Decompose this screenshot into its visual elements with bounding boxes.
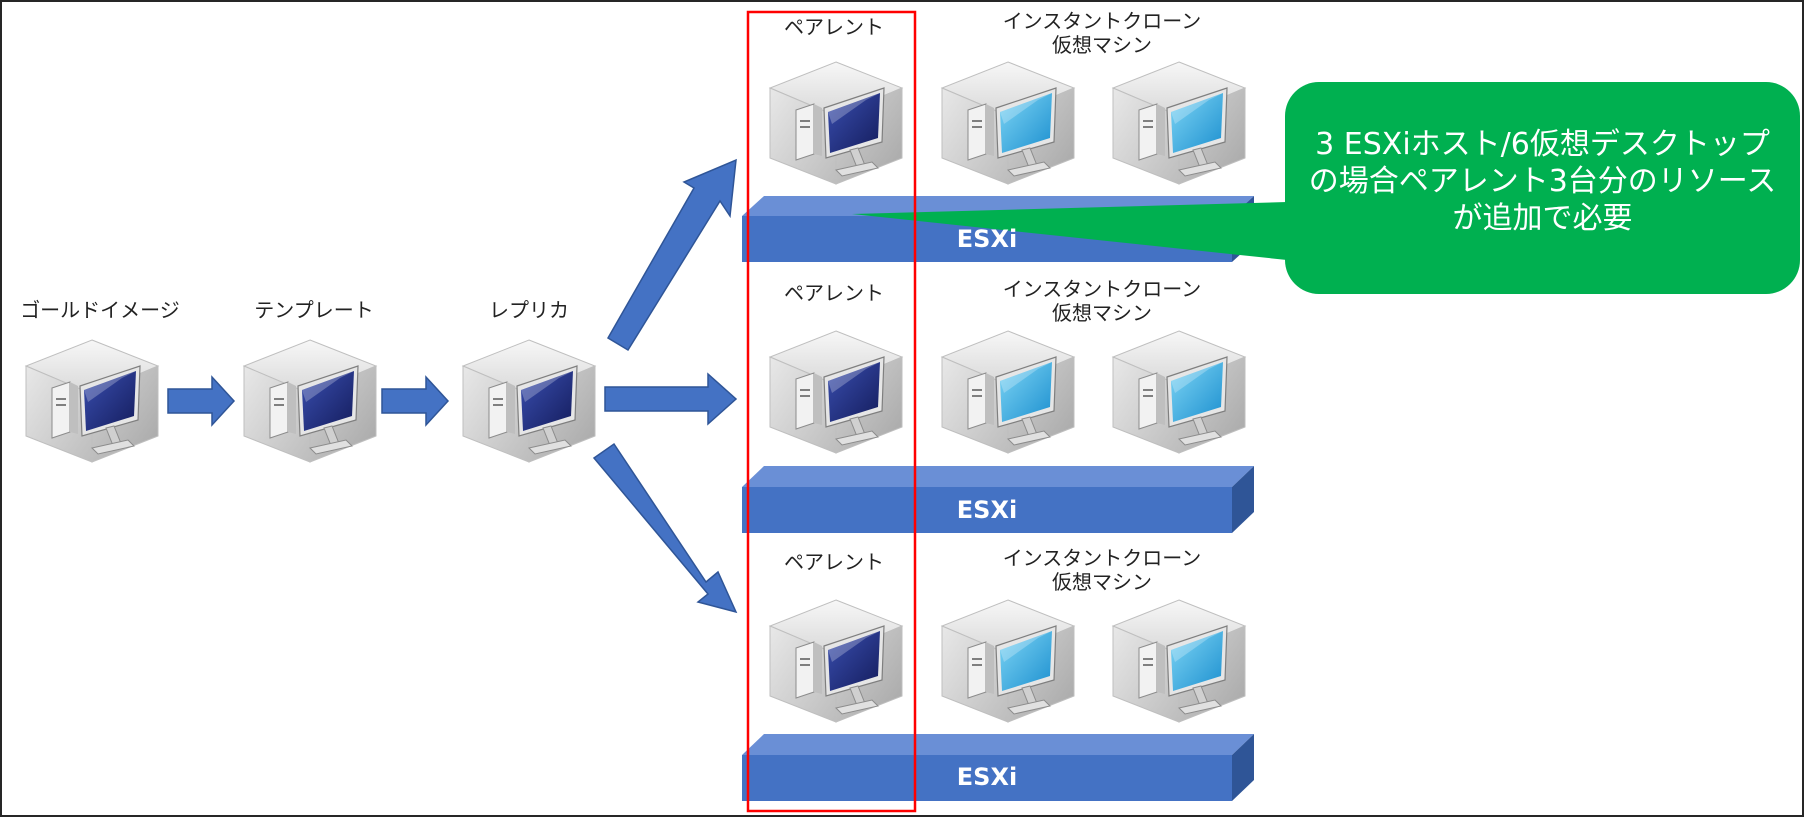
clone-label-line1: インスタントクローン [1002, 277, 1202, 301]
clone-label-line2: 仮想マシン [1052, 301, 1152, 325]
arrow-replica-to-host2 [604, 372, 738, 426]
parent-label-host2: ペアレント [784, 281, 884, 305]
arrow-replica-to-host1 [606, 158, 737, 352]
esxi-label-host2: ESXi [956, 496, 1018, 524]
vm-icon-clone2-host3 [1109, 596, 1249, 726]
vm-icon-parent-host3 [766, 596, 906, 726]
esxi-label-host3: ESXi [956, 763, 1018, 791]
clone-label-line2: 仮想マシン [1052, 33, 1152, 57]
clone-label-line1: インスタントクローン [1002, 546, 1202, 570]
vm-icon-clone1-host2 [938, 327, 1078, 457]
template-label: テンプレート [254, 298, 374, 322]
clone-label-line1: インスタントクローン [1002, 9, 1202, 33]
vm-icon-parent-host1 [766, 58, 906, 188]
vm-icon-clone2-host1 [1109, 58, 1249, 188]
vm-icon-parent-host2 [766, 327, 906, 457]
gold-image-label: ゴールドイメージ [20, 298, 180, 322]
esxi-label-host1: ESXi [956, 225, 1018, 253]
parent-label-host3: ペアレント [784, 550, 884, 574]
clone-label-host1: インスタントクローン 仮想マシン [982, 9, 1222, 57]
arrow-gold-to-template [167, 375, 236, 427]
vm-icon-clone1-host3 [938, 596, 1078, 726]
arrow-replica-to-host3 [592, 442, 738, 614]
vm-icon-template [240, 336, 380, 466]
vm-icon-replica [459, 336, 599, 466]
arrow-template-to-replica [381, 375, 450, 427]
callout-line1: 3 ESXiホスト/6仮想デスクトップ [1315, 127, 1770, 162]
callout-line3: が追加で必要 [1452, 201, 1633, 236]
callout-text: 3 ESXiホスト/6仮想デスクトップ の場合ペアレント3台分のリソース が追加… [1285, 126, 1800, 237]
clone-label-host3: インスタントクローン 仮想マシン [982, 546, 1222, 594]
clone-label-line2: 仮想マシン [1052, 570, 1152, 594]
parent-label-host1: ペアレント [784, 15, 884, 39]
replica-label: レプリカ [489, 298, 569, 322]
vm-icon-gold-image [22, 336, 162, 466]
vm-icon-clone2-host2 [1109, 327, 1249, 457]
vm-icon-clone1-host1 [938, 58, 1078, 188]
callout-line2: の場合ペアレント3台分のリソース [1308, 164, 1777, 199]
clone-label-host2: インスタントクローン 仮想マシン [982, 277, 1222, 325]
